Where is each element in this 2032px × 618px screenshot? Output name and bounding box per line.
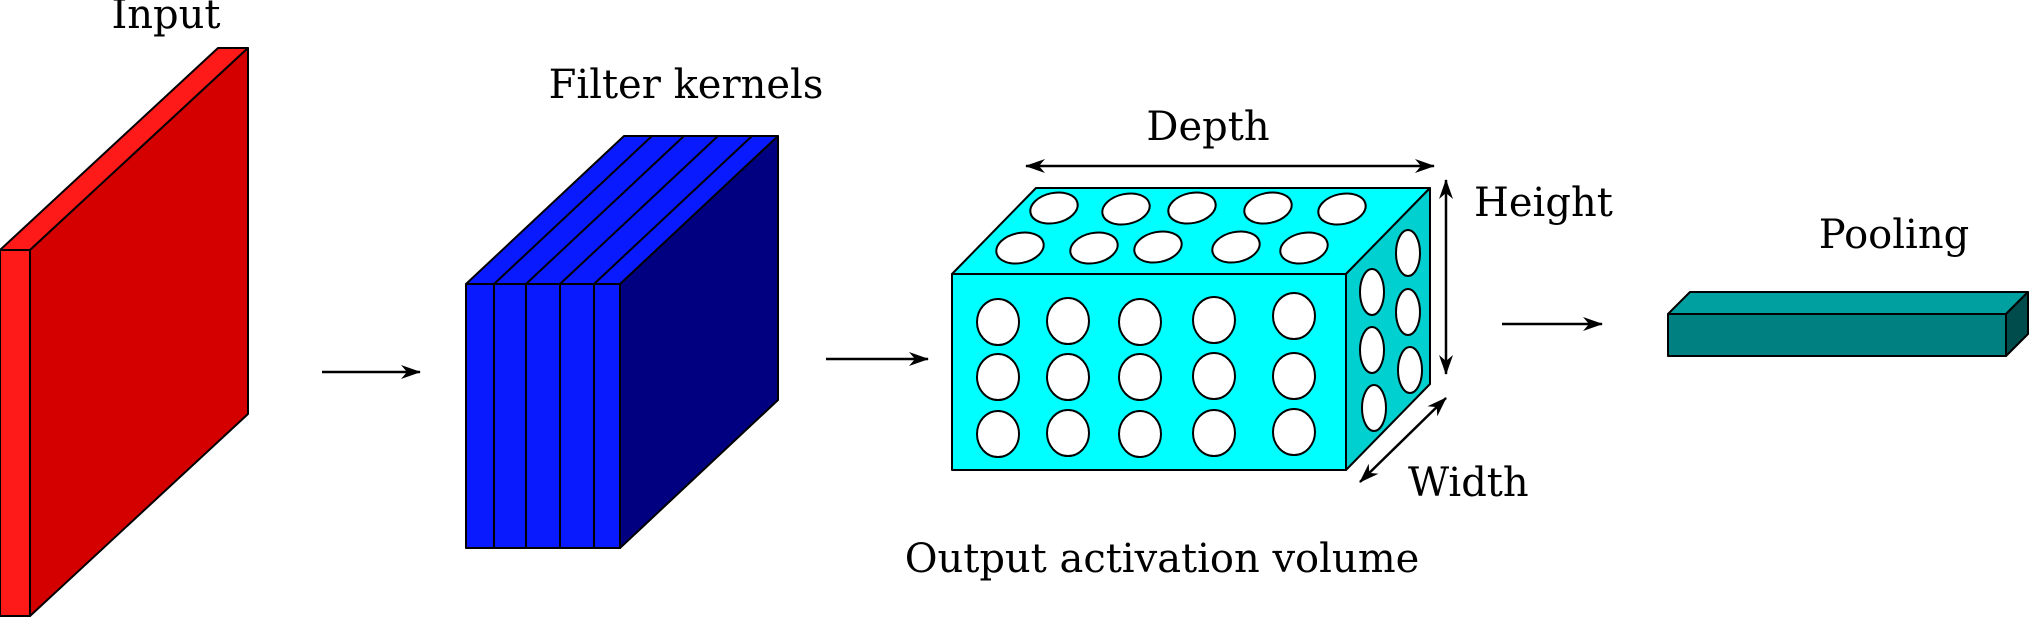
kernel-4 [559,283,595,549]
kernel-5 [593,283,621,549]
output-volume [951,187,1431,471]
volume-top-holes [995,191,1367,265]
pooling-label: Pooling [1819,212,1969,258]
height-label: Height [1474,180,1613,226]
input-label: Input [111,0,220,38]
width-label: Width [1408,460,1529,506]
pool-front [1667,313,2007,357]
width-arrow [1359,397,1447,483]
input-slab [0,47,249,617]
filter-kernels-label: Filter kernels [549,62,824,108]
pooling-bar [1667,291,2029,357]
output-volume-label: Output activation volume [905,536,1420,582]
input-front-edge [0,249,31,617]
volume-front-holes [976,292,1316,458]
kernel-3 [525,283,561,549]
kernel-2 [493,283,527,549]
filter-kernels [465,135,779,549]
kernel-1 [465,283,495,549]
pool-top [1667,291,2029,315]
depth-label: Depth [1146,104,1269,150]
